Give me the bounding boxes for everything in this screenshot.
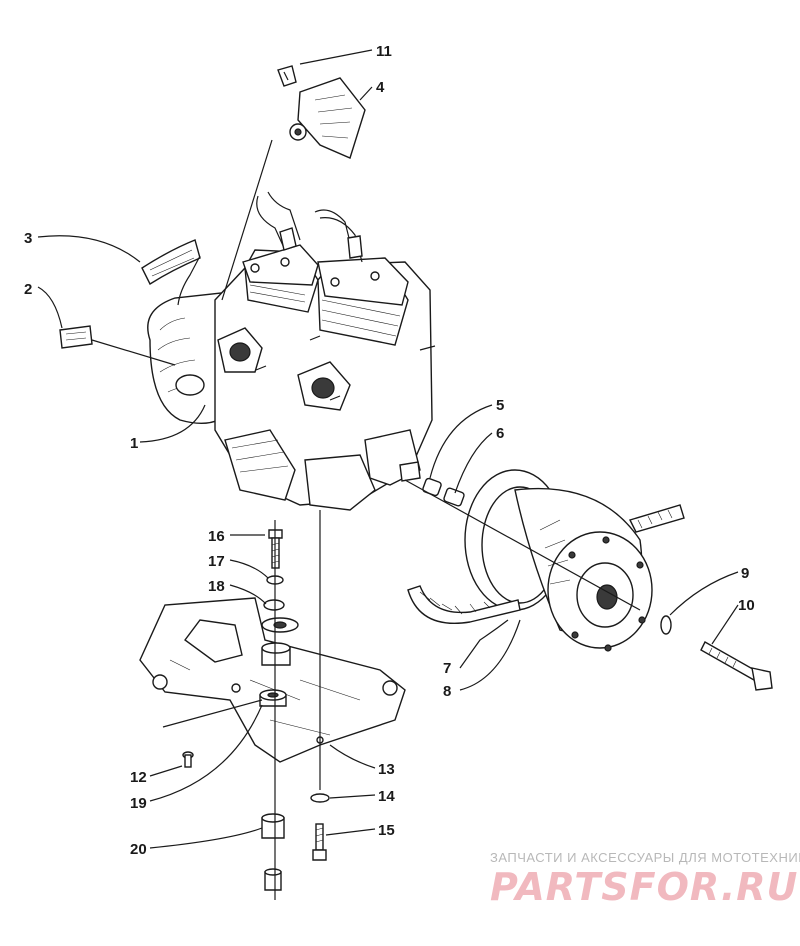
callout-label: 11 <box>376 43 392 60</box>
isolator-part-19 <box>259 689 287 707</box>
bolt-part-15 <box>312 823 327 861</box>
drive-belt-part-7 <box>407 504 685 624</box>
washer-part-9 <box>660 615 672 635</box>
callout-label: 8 <box>443 683 451 700</box>
assembly-lines <box>221 139 641 900</box>
isolator-upper <box>261 642 291 666</box>
coupler-part-6 <box>443 487 465 507</box>
mount-plate-part-13 <box>139 597 406 763</box>
coupler-part-5 <box>422 477 442 497</box>
callout-label: 1 <box>130 435 138 452</box>
bracket-part-4 <box>289 77 366 159</box>
watermark: ЗАПЧАСТИ И АКСЕССУАРЫ ДЛЯ МОТОТЕХНИКИ PA… <box>490 850 800 909</box>
callout-label: 16 <box>208 528 225 545</box>
callout-label: 2 <box>24 281 32 298</box>
callout-labels: 1 2 3 4 5 6 7 8 9 10 11 12 13 14 15 16 1… <box>24 43 755 858</box>
callout-label: 15 <box>378 822 395 839</box>
callout-label: 20 <box>130 841 147 858</box>
callout-label: 6 <box>496 425 504 442</box>
callout-label: 10 <box>738 597 755 614</box>
small-nut <box>231 683 241 693</box>
callout-label: 12 <box>130 769 147 786</box>
decal-part-3 <box>141 239 201 286</box>
callout-label: 14 <box>378 788 395 805</box>
clip-part-11 <box>277 65 297 87</box>
decal-part-2 <box>59 325 93 349</box>
watermark-logo: PARTSFOR.RU <box>490 865 798 909</box>
callout-label: 17 <box>208 553 225 570</box>
callout-label: 5 <box>496 397 504 414</box>
callout-label: 3 <box>24 230 32 247</box>
callout-label: 4 <box>376 79 385 96</box>
callout-label: 19 <box>130 795 147 812</box>
callout-label: 13 <box>378 761 395 778</box>
engine-assembly <box>147 191 436 511</box>
bushing-part-18 <box>261 599 299 633</box>
callout-label: 18 <box>208 578 225 595</box>
bolt-part-10 <box>700 641 773 691</box>
leader-lines <box>37 49 739 849</box>
watermark-tagline: ЗАПЧАСТИ И АКСЕССУАРЫ ДЛЯ МОТОТЕХНИКИ <box>490 850 800 865</box>
bumper-part-20 <box>261 813 285 891</box>
screw-part-12 <box>182 751 194 768</box>
washer-part-14 <box>310 793 330 803</box>
callout-label: 7 <box>443 660 451 677</box>
drive-clutch-part-8 <box>464 469 653 652</box>
callout-label: 9 <box>741 565 749 582</box>
